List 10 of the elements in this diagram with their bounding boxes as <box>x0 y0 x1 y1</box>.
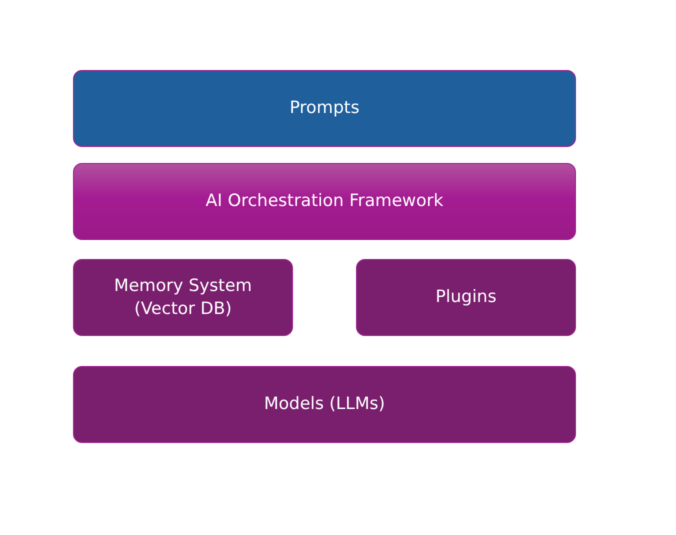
layer-label: Plugins <box>436 286 496 309</box>
layer-box <box>73 366 576 443</box>
layer-box <box>73 259 293 336</box>
layer-label: Models (LLMs) <box>264 393 386 416</box>
layer-label: Prompts <box>290 97 360 120</box>
layer-box <box>356 259 576 336</box>
layer-label: Memory System (Vector DB) <box>113 275 253 320</box>
layer-box <box>73 163 576 240</box>
layer-box <box>73 70 576 147</box>
layer-label: AI Orchestration Framework <box>206 190 444 213</box>
